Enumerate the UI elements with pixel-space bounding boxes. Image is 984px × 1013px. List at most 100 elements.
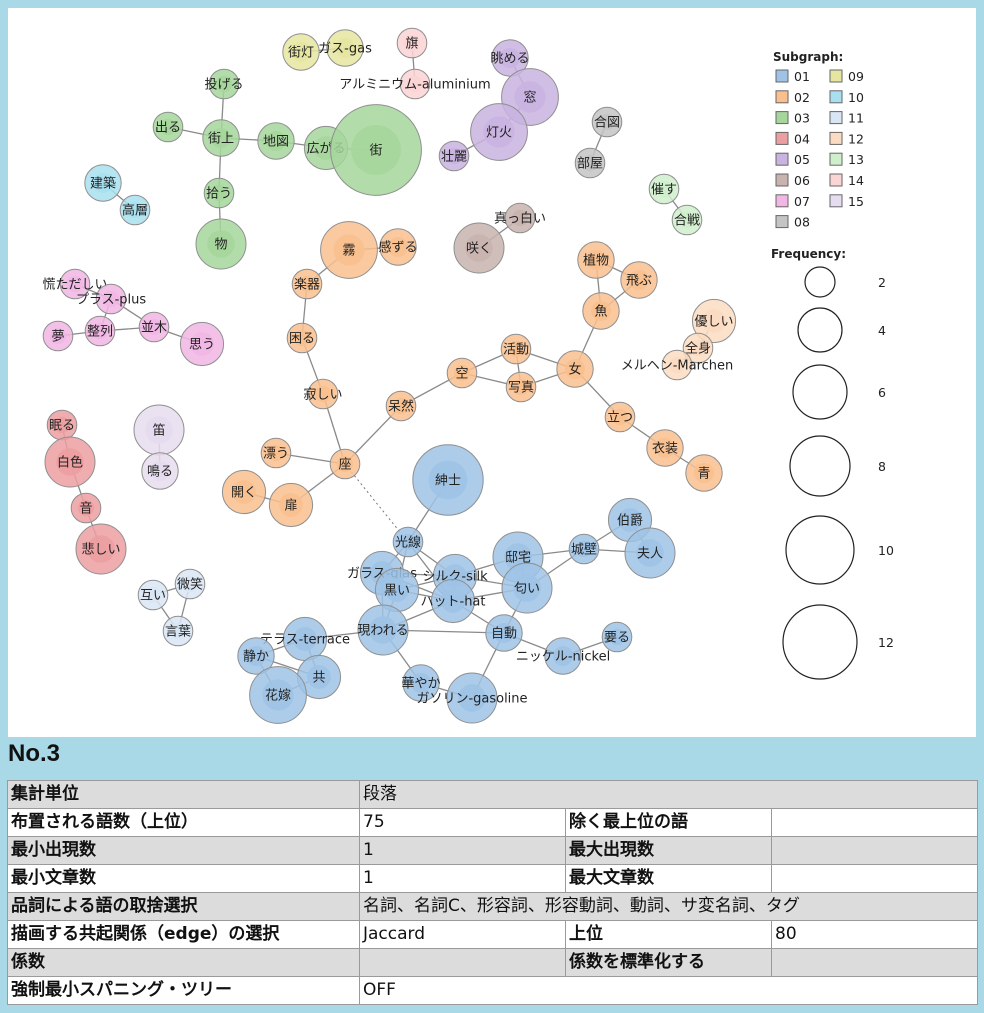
node-label: 活動 [503,343,529,358]
node-core [590,300,612,322]
node-core [511,209,529,227]
node-label: ハット-hat [421,595,486,610]
legend-label-12: 12 [848,131,864,146]
legend-swatch-07 [775,194,789,208]
node-core [262,679,294,711]
node-02--: 飛ぶ [620,261,658,299]
node-01--: 花嫁 [249,666,307,724]
settings-value [770,808,979,837]
node-07--plus: プラス-plus [76,283,146,315]
legend-swatch-04 [775,131,789,145]
frequency-legend-circle [785,515,855,585]
node-label: 笛 [152,423,165,439]
node-label: 静か [243,650,269,665]
node-01--: 共 [296,654,342,700]
node-04--: 音 [70,492,102,524]
node-label: 高層 [122,203,148,219]
node-11--: 互い [137,579,169,611]
legend-label-05: 05 [794,152,810,167]
node-core [678,211,696,229]
node-label: 霧 [342,244,355,259]
node-core [458,684,486,712]
node-core [298,275,316,293]
node-core [493,622,515,644]
node-label: 街 [369,144,382,159]
node-label: 城壁 [571,543,597,558]
node-14--: 旗 [396,27,428,59]
node-label: 伯爵 [617,514,643,529]
settings-value: 段落 [358,780,979,809]
legend-label-04: 04 [794,131,810,146]
node-15--: 笛 [133,404,185,456]
node-label: 青 [697,467,710,482]
node-core [611,408,629,426]
node-core [56,448,84,476]
node-label: 地図 [263,135,289,150]
settings-key: 上位 [565,920,772,949]
node-core [215,75,233,93]
node-01--: 匂い [501,562,553,614]
node-01--: 黒い [374,567,420,613]
node-label: 眺める [490,52,529,67]
node-05--: 壮麗 [438,140,470,172]
node-core [575,540,593,558]
node-label: 音 [79,501,92,517]
legend-label-11: 11 [848,111,864,126]
node-core [145,416,173,444]
legend-swatch-09 [829,69,843,83]
node-04--: 悲しい [75,523,127,575]
node-core [210,184,228,202]
node-label: 寂しい [303,387,342,403]
node-core [513,574,541,602]
node-core [453,364,471,382]
frequency-legend-label: 4 [878,323,886,338]
node-core [66,275,84,293]
node-05--: 眺める [490,39,530,77]
node-10--: 建築 [84,164,122,202]
node-03--: 物 [195,218,247,270]
node-core [654,437,676,459]
node-core [483,116,515,148]
node-label: 悲しい [81,542,120,558]
legend-label-01: 01 [794,69,810,84]
node-label: 夫人 [637,547,663,562]
node-04--: 白色 [44,436,96,488]
legend-label-14: 14 [848,173,864,188]
node-01--: 自動 [485,614,523,652]
node-core [655,180,673,198]
node-label: 窓 [523,90,536,106]
legend-swatch-01 [775,69,789,83]
node-label: 扉 [284,498,297,514]
frequency-legend-circle [789,435,851,497]
node-01--: 要る [601,621,633,653]
node-label: 光線 [395,535,421,551]
legend-label-15: 15 [848,194,864,209]
node-02--: 魚 [582,292,620,330]
node-07--: 整列 [84,315,116,347]
node-05--: 灯火 [470,103,528,161]
node-label: 眠る [49,419,75,434]
node-07--: 慌ただしい [42,268,108,300]
node-core [514,81,546,113]
node-core [618,508,642,532]
node-label: 微笑 [177,577,203,593]
node-label: 楽器 [294,277,320,293]
frequency-legend-label: 2 [878,275,886,290]
node-label: 出る [155,121,181,136]
node-core [210,127,232,149]
frequency-legend-circle [792,364,848,420]
legend-swatch-13 [829,152,843,166]
node-label: 困る [289,332,315,347]
legend-swatch-15 [829,194,843,208]
legend-label-02: 02 [794,90,810,105]
node-03--: 拾う [203,177,235,209]
settings-value: 名詞、名詞C、形容詞、形容動詞、動詞、サ変名詞、タグ [358,892,979,921]
frequency-legend-circle [782,604,858,680]
node-01--: 光線 [392,526,424,558]
node-02--: 寂しい [303,378,343,410]
node-08--: 合図 [591,106,623,138]
node-core [585,249,607,271]
